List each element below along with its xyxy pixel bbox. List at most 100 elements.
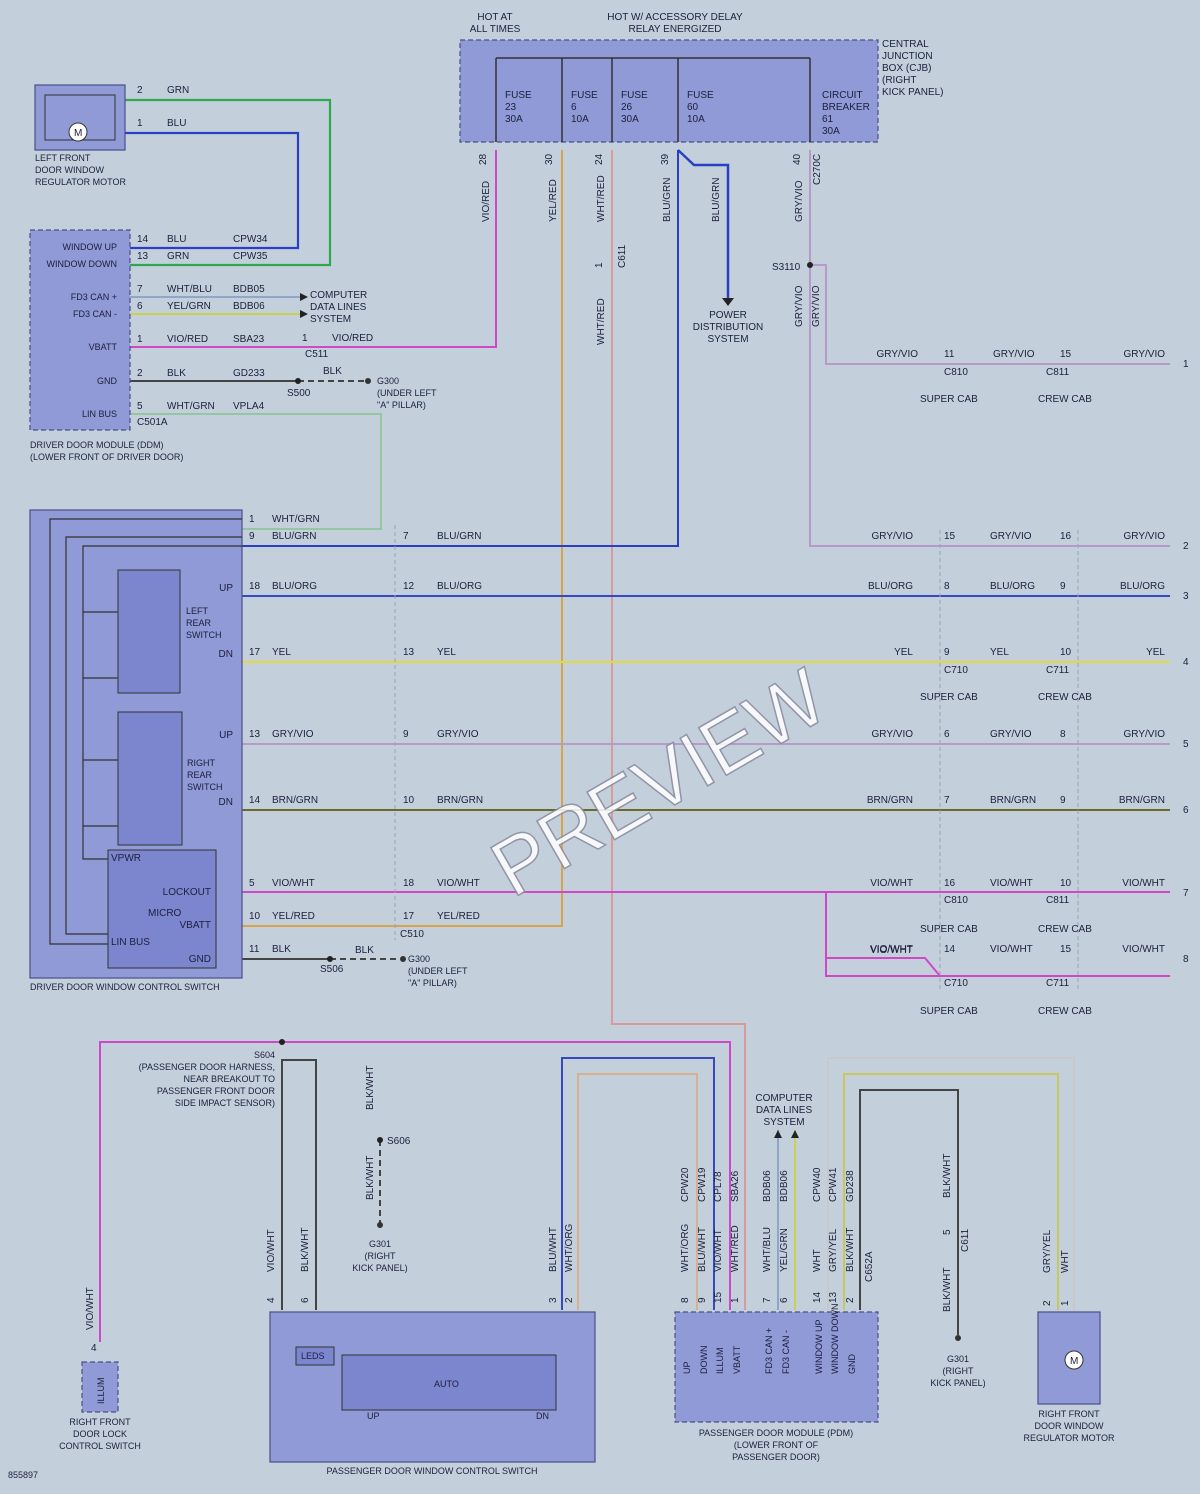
driver-switch-label: DRIVER DOOR WINDOW CONTROL SWITCH [30,982,220,992]
row1-c2p: 15 [1060,349,1072,360]
leds-box [295,1346,335,1366]
super-a: SUPER CAB [920,394,978,405]
mid-pin: 9 [403,729,409,740]
row-num: 3 [1183,591,1189,602]
pdm-circuit: CPL78 [713,1171,724,1202]
pdm-wire: WHT/BLU [762,1227,773,1272]
switch-wire: BLU/GRN [272,531,316,542]
s606: S606 [387,1136,411,1147]
s606-blkwht-b: BLK/WHT [365,1156,376,1200]
cab-label: SUPER CAB [920,1006,978,1017]
wire-pass-viowht [99,1041,731,1342]
mid-pin: 10 [403,795,415,806]
row1-c1p: 11 [944,349,955,360]
pdm-pin: 7 [762,1297,773,1303]
rr-dn: DN [219,797,233,808]
conn-wire-3: GRY/VIO [1124,729,1166,740]
lock-illum: ILLUM [96,1377,106,1404]
pdm-pin: 2 [845,1297,856,1303]
micro-gnd: GND [189,954,211,965]
svg-text:M: M [1070,1356,1078,1367]
auto-label: AUTO [434,1379,459,1389]
micro-linbus: LIN BUS [111,937,150,948]
rr-up: UP [219,730,233,741]
row-num: 6 [1183,805,1189,816]
wire-grn-lf [125,98,332,267]
pdm-circuit: BDB06 [762,1170,773,1202]
svg-text:M: M [74,128,82,139]
gryvio-v2: GRY/VIO [811,285,822,327]
switch-pin: 1 [249,514,255,525]
pdm-wire: YEL/GRN [779,1228,790,1272]
pdm-circuit: CPW20 [680,1167,691,1202]
micro-box [107,849,217,969]
row-num: 5 [1183,739,1189,750]
pdm-pin-name: GND [847,1354,857,1375]
pass-pin: 2 [564,1297,575,1303]
ddm-pin: 7 [137,284,143,295]
pdm-pin: 14 [812,1291,823,1303]
mid-pin: 13 [403,647,415,658]
row-num: 7 [1183,888,1189,899]
conn-pin-1: 15 [944,531,956,542]
ddm-blk: BLK [323,366,342,377]
wire-row8b [826,957,941,977]
ddm-wire-color: YEL/GRN [167,301,211,312]
pass-pin: 4 [266,1297,277,1303]
cjb-pin: 28 [478,153,489,165]
connector-label: C711 [1046,978,1070,989]
conn-pin-1: 9 [944,647,950,658]
row-num: 2 [1183,541,1189,552]
switch-pin: 11 [249,944,260,955]
lock-pin: 4 [91,1343,97,1354]
conn-wire-2: VIO/WHT [990,878,1033,889]
pdm-circuit: SBA26 [730,1170,741,1202]
cjb-connector: C270C [812,154,823,185]
ddm-pin: 2 [137,368,143,379]
ddm-circuit: BDB06 [233,301,265,312]
mid-wire: YEL/RED [437,911,480,922]
cjb-pin: 30 [544,153,555,165]
mid-wire: YEL [437,647,456,658]
conn-wire-2: BLU/ORG [990,581,1035,592]
component-layer: M M [29,39,1101,1463]
pass-wire: BLU/WHT [548,1227,559,1272]
auto-box [341,1354,557,1411]
lf-pin1: 1 [137,118,143,129]
cjb-pin: 40 [792,153,803,165]
lockout: LOCKOUT [163,887,211,898]
s3110: S3110 [772,262,801,273]
c611b-wire-b: BLK/WHT [942,1268,953,1312]
wire-gryvio-main [809,150,1170,547]
cjb-pin: 39 [660,153,671,165]
pdm-pin-name: ILLUM [715,1347,725,1374]
ddm-circuit: CPW35 [233,251,268,262]
cjb-wire-label: BLU/GRN [711,178,722,222]
conn-pin-1: 14 [944,944,956,955]
ddm-pin-name: FD3 CAN - [73,309,117,319]
c811-a: C811 [1046,367,1070,378]
switch-pin: 13 [249,729,261,740]
ddm-connector: C501A [137,417,168,428]
switch-pin: 5 [249,878,255,889]
pass-wire: BLK/WHT [300,1228,311,1272]
connector-label: C711 [1046,665,1070,676]
pdm-pin: 8 [680,1297,691,1303]
pass-wire: VIO/WHT [266,1229,277,1272]
wire-pass-bluwht [561,1057,715,1310]
conn-pin-2: 10 [1060,647,1072,658]
cjb-wire-label: VIO/RED [481,181,492,222]
pdm-wire: GRY/YEL [828,1228,839,1272]
